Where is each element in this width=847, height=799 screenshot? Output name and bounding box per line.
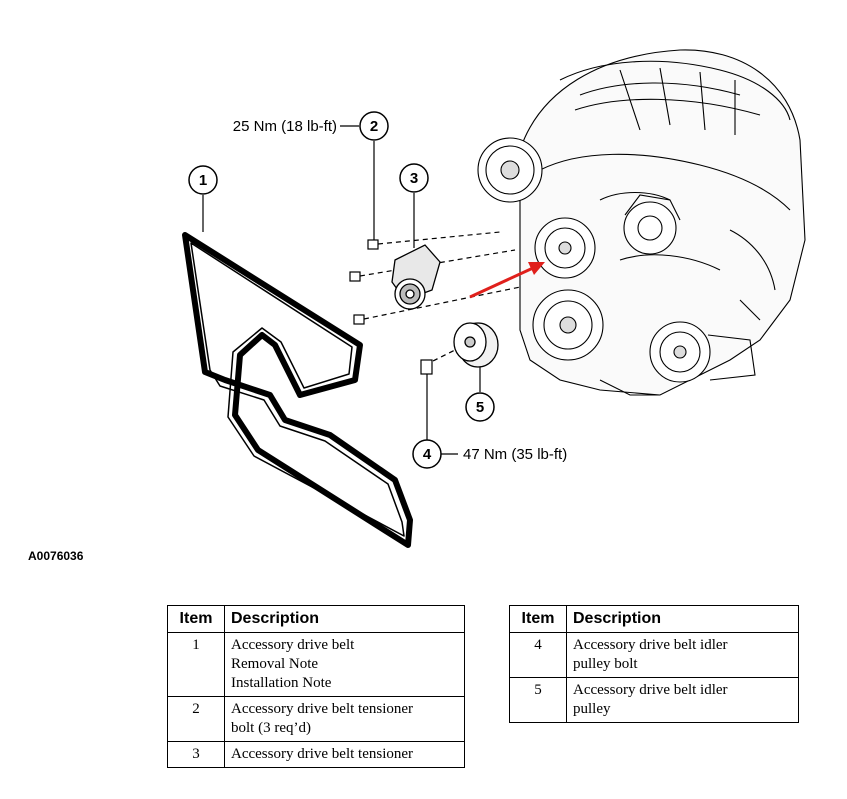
item-description: Accessory drive belt Removal Note Instal… xyxy=(224,632,465,697)
description-line: Accessory drive belt tensioner xyxy=(231,746,414,762)
table-row: 2 Accessory drive belt tensioner bolt (3… xyxy=(167,696,465,742)
idler-pulley-bolt xyxy=(420,359,433,440)
item-number: 2 xyxy=(167,696,225,742)
belt-tensioner xyxy=(391,244,441,310)
engine-assembly xyxy=(477,49,806,396)
description-line: bolt (3 req’d) xyxy=(231,720,311,736)
table-row: 5 Accessory drive belt idler pulley xyxy=(509,677,799,723)
accessory-drive-belt xyxy=(182,232,413,548)
callout-1: 1 xyxy=(188,165,218,232)
item-number: 5 xyxy=(509,677,567,723)
item-number: 3 xyxy=(167,741,225,768)
callout-2: 2 25 Nm (18 lb-ft) xyxy=(233,111,389,240)
item-number: 4 xyxy=(509,632,567,678)
figure-id: A0076036 xyxy=(28,549,84,563)
callout-4: 4 47 Nm (35 lb-ft) xyxy=(412,439,567,469)
item-description: Accessory drive belt tensioner xyxy=(224,741,465,768)
description-line: Accessory drive belt idler xyxy=(573,682,728,698)
item-description: Accessory drive belt idler pulley xyxy=(566,677,799,723)
callout-2-torque: 25 Nm (18 lb-ft) xyxy=(233,118,337,135)
idler-pulley xyxy=(424,322,499,368)
column-header-item: Item xyxy=(167,605,225,633)
description-line: Accessory drive belt idler xyxy=(573,637,728,653)
callout-4-torque: 47 Nm (35 lb-ft) xyxy=(463,446,567,463)
callout-4-number: 4 xyxy=(423,446,432,463)
item-description: Accessory drive belt idler pulley bolt xyxy=(566,632,799,678)
table-row: 1 Accessory drive belt Removal Note Inst… xyxy=(167,632,465,697)
item-number: 1 xyxy=(167,632,225,697)
description-line: Accessory drive belt tensioner xyxy=(231,701,414,717)
item-description: Accessory drive belt tensioner bolt (3 r… xyxy=(224,696,465,742)
description-line: pulley xyxy=(573,701,611,717)
engine-accessory-drive-diagram: 1 2 25 Nm (18 lb-ft) 3 xyxy=(182,49,806,548)
column-header-description: Description xyxy=(224,605,465,633)
description-line: Removal Note xyxy=(231,656,319,672)
items-table-right: Item Description 4 Accessory drive belt … xyxy=(509,605,799,723)
callout-1-number: 1 xyxy=(199,172,207,189)
callout-5: 5 xyxy=(465,367,495,422)
callout-2-number: 2 xyxy=(370,118,378,135)
table-row: 4 Accessory drive belt idler pulley bolt xyxy=(509,632,799,678)
column-header-description: Description xyxy=(566,605,799,633)
red-indicator-arrow xyxy=(469,262,545,299)
items-table-left: Item Description 1 Accessory drive belt … xyxy=(167,605,465,768)
description-line: Installation Note xyxy=(231,675,332,691)
callout-3: 3 xyxy=(399,163,429,248)
tensioner-bolts xyxy=(349,231,531,325)
column-header-item: Item xyxy=(509,605,567,633)
description-line: pulley bolt xyxy=(573,656,638,672)
callout-3-number: 3 xyxy=(410,170,418,187)
table-header-row: Item Description xyxy=(167,605,465,633)
table-header-row: Item Description xyxy=(509,605,799,633)
description-line: Accessory drive belt xyxy=(231,637,355,653)
table-row: 3 Accessory drive belt tensioner xyxy=(167,741,465,768)
callout-5-number: 5 xyxy=(476,399,484,416)
